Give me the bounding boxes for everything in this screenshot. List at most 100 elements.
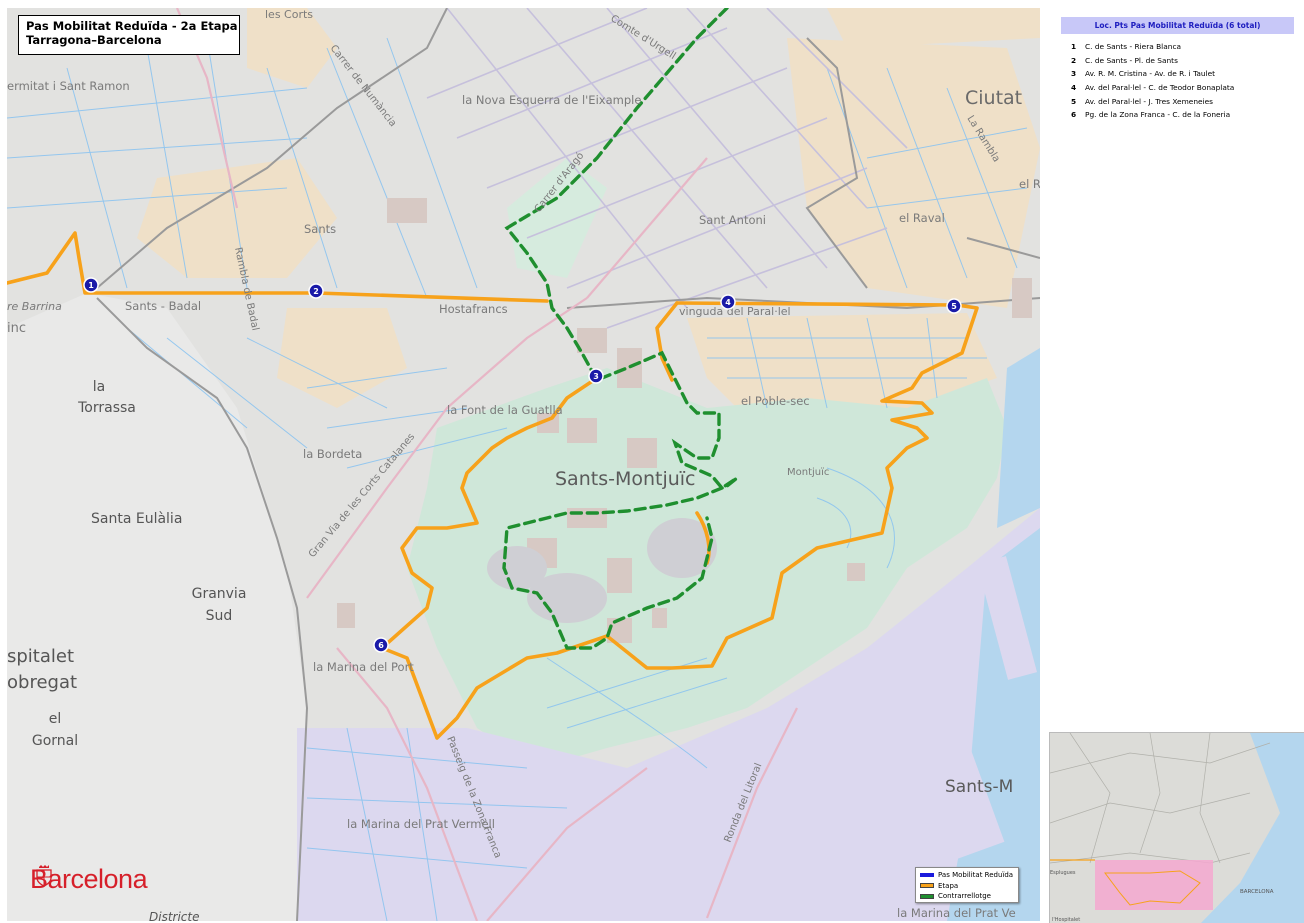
stadium-shapes (487, 518, 717, 623)
label-avinguda-parallel: vinguda del Paral·lel (679, 305, 791, 318)
label-la-bordeta: la Bordeta (303, 447, 362, 461)
point-number: 6 (1071, 110, 1077, 120)
buildings (337, 198, 1032, 643)
inset-district-lines (1050, 733, 1271, 864)
eixample-grid (426, 8, 908, 329)
svg-text:4: 4 (725, 298, 731, 307)
point-number: 4 (1071, 83, 1077, 93)
label-obregat: obregat (7, 672, 77, 693)
list-item[interactable]: 4 Av. del Paral·lel - C. de Teodor Bonap… (1061, 81, 1294, 95)
marker-4[interactable]: 4 (720, 294, 736, 310)
contrarrellotge-route (502, 8, 739, 650)
point-label: Av. del Paral·lel - J. Tres Xemeneies (1085, 96, 1214, 106)
inset-label-barcelona: BARCELONA (1240, 889, 1274, 895)
point-list: 1 C. de Sants - Riera Blanca 2 C. de San… (1061, 40, 1294, 122)
label-hostafrancs: Hostafrancs (439, 302, 508, 316)
map-canvas: les Corts ermitat i Sant Ramon la Nova E… (7, 8, 1040, 921)
legend-label: Contrarrellotge (938, 892, 991, 901)
point-label: C. de Sants - Riera Blanca (1085, 42, 1182, 51)
label-les-corts: les Corts (265, 8, 313, 21)
label-el-raval: el Raval (899, 211, 945, 225)
map-title: Pas Mobilitat Reduïda - 2a Etapa (26, 19, 238, 33)
marker-1[interactable]: 1 (83, 277, 99, 293)
map-legend: Pas Mobilitat Reduïda Etapa Contrarrello… (915, 867, 1019, 903)
label-inc: inc (7, 321, 26, 336)
label-nova-esquerra: la Nova Esquerra de l'Eixample (462, 93, 641, 107)
panel-header: Loc. Pts Pas Mobilitat Reduïda (6 total) (1061, 17, 1294, 34)
points-panel: Loc. Pts Pas Mobilitat Reduïda (6 total)… (1061, 17, 1294, 122)
label-el-r: el R (1019, 177, 1040, 191)
point-label: Pg. de la Zona Franca - C. de la Foneria (1085, 110, 1231, 120)
city-seal-icon (36, 865, 52, 887)
legend-label: Pas Mobilitat Reduïda (938, 871, 1014, 880)
marker-5[interactable]: 5 (946, 298, 962, 314)
legend-row-pmr: Pas Mobilitat Reduïda (920, 870, 1014, 881)
label-granvia: Granvia (192, 586, 247, 602)
label-montjuic: Montjuïc (787, 467, 829, 478)
port-water (997, 348, 1040, 528)
point-number: 2 (1071, 55, 1077, 65)
inset-label-left: Esplugues (1050, 870, 1076, 876)
residential-area (277, 308, 407, 408)
dock (976, 556, 1038, 680)
label-sants-montjuic: Sants-Montjuïc (555, 468, 696, 490)
label-sant-antoni: Sant Antoni (699, 213, 766, 227)
label-re-barrina: re Barrina (7, 300, 62, 313)
pmr-markers: 1 2 3 4 5 6 (83, 277, 962, 653)
label-la: la (93, 379, 105, 395)
label-sants-badal: Sants - Badal (125, 299, 201, 313)
list-item[interactable]: 1 C. de Sants - Riera Blanca (1061, 40, 1294, 54)
dock (879, 653, 1005, 863)
list-item[interactable]: 5 Av. del Paral·lel - J. Tres Xemeneies (1061, 95, 1294, 109)
point-number: 3 (1071, 69, 1077, 79)
svg-text:1: 1 (88, 281, 94, 290)
point-label: Av. R. M. Cristina - Av. de R. i Taulet (1085, 69, 1216, 79)
label-el-poble-sec: el Poble-sec (741, 394, 810, 408)
major-roads (96, 8, 1040, 921)
hospitalet-area (7, 293, 307, 921)
overview-inset-map[interactable]: Esplugues BARCELONA l'Hospitalet (1049, 732, 1304, 923)
label-sants: Sants (304, 222, 336, 236)
map-title-box: Pas Mobilitat Reduïda - 2a Etapa Tarrago… (18, 15, 240, 55)
label-marina-prat: la Marina del Prat Vermell (347, 817, 495, 831)
route-map[interactable]: les Corts ermitat i Sant Ramon la Nova E… (7, 8, 1040, 921)
etapa-route (7, 231, 979, 740)
legend-row-etapa: Etapa (920, 881, 1014, 892)
inset-highlight-area (1095, 860, 1213, 910)
label-ciutat: Ciutat (965, 87, 1022, 109)
svg-text:3: 3 (593, 372, 599, 381)
residential-area (247, 8, 337, 88)
svg-text:5: 5 (951, 302, 957, 311)
svg-text:6: 6 (378, 641, 384, 650)
park-area (507, 158, 607, 278)
label-font-guatlla: la Font de la Guatlla (447, 403, 563, 417)
barcelona-logo: Barcelona (30, 864, 148, 895)
label-marina-prat-ve: la Marina del Prat Ve (897, 906, 1016, 920)
list-item[interactable]: 6 Pg. de la Zona Franca - C. de la Foner… (1061, 108, 1294, 122)
label-granvia-sud: Sud (206, 608, 233, 624)
marker-3[interactable]: 3 (588, 368, 604, 384)
label-sants-m: Sants-M (945, 777, 1013, 797)
residential-area (687, 313, 997, 418)
marker-6[interactable]: 6 (373, 637, 389, 653)
zona-franca-area (297, 508, 1040, 921)
list-item[interactable]: 2 C. de Sants - Pl. de Sants (1061, 54, 1294, 68)
legend-label: Etapa (938, 881, 959, 890)
inset-sea (1200, 733, 1304, 923)
label-torrassa: Torrassa (77, 400, 136, 416)
label-santa-eulalia: Santa Eulàlia (91, 511, 182, 527)
street-network (7, 37, 1028, 921)
point-label: Av. del Paral·lel - C. de Teodor Bonapla… (1085, 83, 1235, 93)
label-districte: Districte (149, 910, 199, 921)
brand-text: Barcelona (30, 864, 148, 894)
label-gornal: Gornal (32, 733, 78, 749)
legend-swatch-blue (920, 873, 934, 878)
residential-area (827, 8, 1040, 48)
label-ermitat: ermitat i Sant Ramon (7, 79, 130, 93)
list-item[interactable]: 3 Av. R. M. Cristina - Av. de R. i Taule… (1061, 67, 1294, 81)
inset-canvas: Esplugues BARCELONA l'Hospitalet (1050, 733, 1304, 923)
label-el: el (49, 711, 62, 727)
marker-2[interactable]: 2 (308, 283, 324, 299)
legend-swatch-green (920, 893, 934, 899)
point-number: 5 (1071, 96, 1077, 106)
